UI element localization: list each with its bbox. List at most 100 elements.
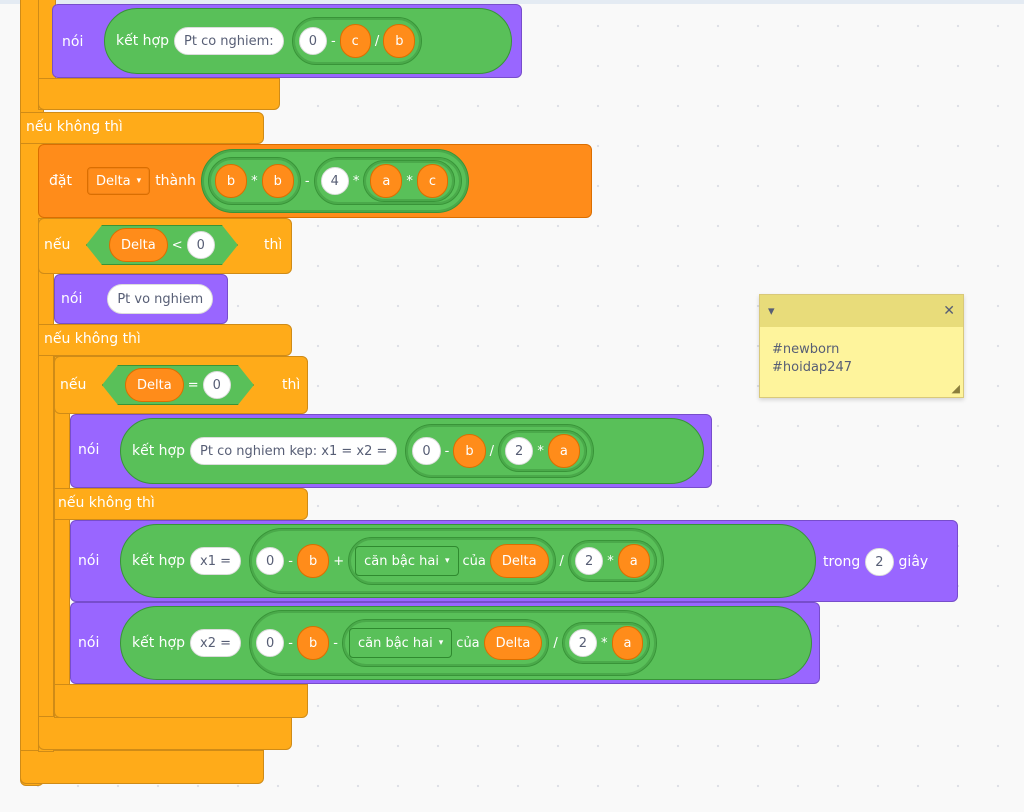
num-four[interactable]: 4 bbox=[320, 167, 349, 195]
num-zero-5[interactable]: 0 bbox=[256, 547, 285, 575]
mul-block-ac[interactable]: a * c bbox=[363, 160, 456, 202]
eq-op: = bbox=[187, 377, 199, 393]
close-icon[interactable]: ✕ bbox=[943, 303, 955, 319]
var-delta-4[interactable]: Delta bbox=[483, 626, 543, 660]
if-delta-neg-bottom[interactable] bbox=[38, 716, 292, 750]
join-label-1: kết hợp bbox=[116, 33, 169, 49]
sqrt-block-1[interactable]: căn bậc hai ▾ của Delta bbox=[348, 537, 556, 585]
variable-dropdown[interactable]: Delta ▾ bbox=[86, 167, 151, 195]
of-label-2: của bbox=[456, 635, 480, 651]
else-arm-third[interactable] bbox=[54, 488, 308, 520]
mul-op-3: * bbox=[406, 173, 413, 189]
set-label: đặt bbox=[49, 173, 72, 189]
mul-block-2a-1[interactable]: 2 * a bbox=[498, 430, 587, 472]
say-for-secs-tail: trong 2 giây bbox=[818, 547, 933, 577]
mul-block-bb[interactable]: b * b bbox=[207, 157, 301, 205]
lt-condition[interactable]: Delta < 0 bbox=[86, 225, 238, 265]
num-zero-3[interactable]: 0 bbox=[203, 371, 231, 399]
var-a-4[interactable]: a bbox=[611, 626, 644, 660]
say-none-text[interactable]: Pt vo nghiem bbox=[107, 284, 214, 314]
var-delta-2[interactable]: Delta bbox=[125, 368, 184, 402]
join-text-input-3[interactable]: x1 = bbox=[190, 547, 241, 575]
resize-handle-icon[interactable]: ◢ bbox=[951, 382, 960, 395]
if-delta-zero-bottom[interactable] bbox=[54, 684, 308, 718]
mul-block-2a-2[interactable]: 2 * a bbox=[567, 540, 657, 582]
else-label-2: nếu không thì bbox=[44, 331, 141, 347]
num-zero-1[interactable]: 0 bbox=[298, 27, 327, 55]
math-function-dropdown-2[interactable]: căn bậc hai ▾ bbox=[348, 628, 453, 658]
else-arm-second[interactable] bbox=[38, 324, 292, 356]
eq-condition[interactable]: Delta = 0 bbox=[102, 365, 254, 405]
note-header[interactable]: ▾ ✕ bbox=[760, 295, 963, 327]
num-zero-2[interactable]: 0 bbox=[187, 231, 215, 259]
join-label-4: kết hợp bbox=[132, 635, 185, 651]
join-block-x2[interactable]: kết hợp x2 = 0 - b - căn bậc hai ▾ của D… bbox=[120, 606, 812, 680]
var-c-1[interactable]: c bbox=[339, 24, 371, 58]
lt-op: < bbox=[171, 237, 183, 253]
to-label: thành bbox=[155, 173, 196, 189]
caret-down-icon[interactable]: ▾ bbox=[768, 303, 775, 319]
var-a-3[interactable]: a bbox=[617, 544, 650, 578]
say-label-3: nói bbox=[78, 442, 100, 458]
say-none-row: nói Pt vo nghiem bbox=[56, 274, 214, 324]
minus-block-delta[interactable]: b * b - 4 * a * c bbox=[200, 149, 470, 213]
divide-block-4[interactable]: 0 - b - căn bậc hai ▾ của Delta / 2 * a bbox=[249, 610, 658, 676]
inner-if-bottom[interactable] bbox=[38, 78, 280, 110]
join-block-double[interactable]: kết hợp Pt co nghiem kep: x1 = x2 = 0 - … bbox=[120, 418, 704, 484]
comment-note[interactable]: ▾ ✕ #newborn #hoidap247 ◢ bbox=[759, 294, 964, 398]
join-text-input-4[interactable]: x2 = bbox=[190, 629, 241, 657]
var-a-1[interactable]: a bbox=[370, 164, 403, 198]
minus-op-4: - bbox=[288, 553, 293, 569]
join-text-input-2[interactable]: Pt co nghiem kep: x1 = x2 = bbox=[190, 437, 398, 465]
else-arm-outer[interactable] bbox=[20, 112, 264, 144]
sqrt-block-2[interactable]: căn bậc hai ▾ của Delta bbox=[341, 619, 550, 667]
var-delta-1[interactable]: Delta bbox=[109, 228, 168, 262]
join-text-input-1[interactable]: Pt co nghiem: bbox=[174, 27, 284, 55]
var-b-5[interactable]: b bbox=[296, 544, 330, 578]
minus-op-2: - bbox=[304, 173, 310, 189]
num-zero-6[interactable]: 0 bbox=[256, 629, 285, 657]
minus-op-1: - bbox=[330, 33, 336, 49]
plus-op: + bbox=[333, 553, 345, 569]
num-two-1[interactable]: 2 bbox=[505, 437, 534, 465]
join-block-1[interactable]: kết hợp Pt co nghiem: 0 - c / b bbox=[104, 8, 512, 74]
num-zero-4[interactable]: 0 bbox=[412, 437, 441, 465]
num-two-3[interactable]: 2 bbox=[568, 629, 598, 657]
divide-block-2[interactable]: 0 - b / 2 * a bbox=[405, 424, 594, 478]
var-delta-3[interactable]: Delta bbox=[489, 544, 549, 578]
var-b-4[interactable]: b bbox=[453, 434, 486, 468]
say-label-1: nói bbox=[62, 34, 84, 50]
minus-op-5: - bbox=[288, 635, 293, 651]
for-label: trong bbox=[823, 554, 861, 570]
seconds-label: giây bbox=[898, 554, 929, 570]
var-c-2[interactable]: c bbox=[416, 164, 449, 198]
var-a-2[interactable]: a bbox=[547, 434, 580, 468]
note-text[interactable]: #newborn #hoidap247 bbox=[760, 327, 963, 391]
say-label-5: nói bbox=[78, 635, 100, 651]
mul-op-1: * bbox=[251, 173, 258, 189]
var-b-3[interactable]: b bbox=[261, 164, 294, 198]
divide-block-1[interactable]: 0 - c / b bbox=[291, 17, 423, 65]
mul-block-4ac[interactable]: 4 * a * c bbox=[313, 157, 463, 205]
div-op-1: / bbox=[374, 33, 380, 49]
var-b-6[interactable]: b bbox=[296, 626, 330, 660]
mul-op-2: * bbox=[352, 173, 360, 189]
div-op-4: / bbox=[553, 635, 558, 651]
num-two-2[interactable]: 2 bbox=[574, 547, 604, 575]
join-block-x1[interactable]: kết hợp x1 = 0 - b + căn bậc hai ▾ của D… bbox=[120, 524, 816, 598]
mul-op-5: * bbox=[607, 553, 614, 569]
note-line-2: #hoidap247 bbox=[772, 360, 852, 375]
seconds-input[interactable]: 2 bbox=[865, 548, 894, 576]
var-b-1[interactable]: b bbox=[383, 24, 416, 58]
chevron-down-icon: ▾ bbox=[438, 638, 444, 648]
if-delta-neg-spine[interactable] bbox=[38, 218, 54, 752]
else-label-1: nếu không thì bbox=[26, 119, 123, 135]
var-b-2[interactable]: b bbox=[214, 164, 248, 198]
if-else-bottom-outer[interactable] bbox=[20, 750, 264, 784]
mul-op-6: * bbox=[601, 635, 608, 651]
math-function-value-2: căn bậc hai bbox=[357, 635, 433, 651]
divide-block-3[interactable]: 0 - b + căn bậc hai ▾ của Delta / 2 * a bbox=[249, 528, 664, 594]
mul-block-2a-3[interactable]: 2 * a bbox=[561, 622, 651, 664]
math-function-dropdown-1[interactable]: căn bậc hai ▾ bbox=[355, 546, 459, 576]
mul-op-4: * bbox=[537, 443, 544, 459]
